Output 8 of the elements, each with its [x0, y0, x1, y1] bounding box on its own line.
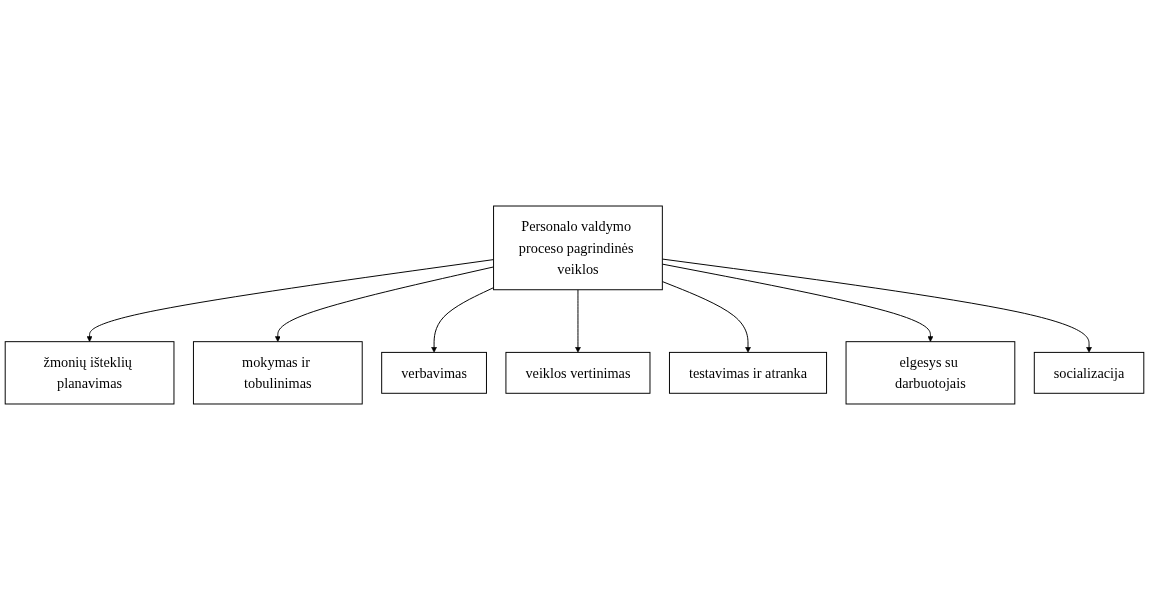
node-box: žmonių išteklių planavimas — [4, 341, 175, 405]
node-box: socializacija — [1033, 351, 1145, 394]
node-box: Personalo valdymo proceso pagrindinės veiklos — [493, 205, 663, 291]
node-box: elgesys su darbuotojais — [845, 341, 1016, 405]
node-box: verbavimas — [381, 351, 487, 394]
node-box: veiklos vertinimas — [505, 351, 651, 394]
node-box: mokymas ir tobulinimas — [192, 341, 363, 405]
node-box: testavimas ir atranka — [668, 351, 828, 394]
